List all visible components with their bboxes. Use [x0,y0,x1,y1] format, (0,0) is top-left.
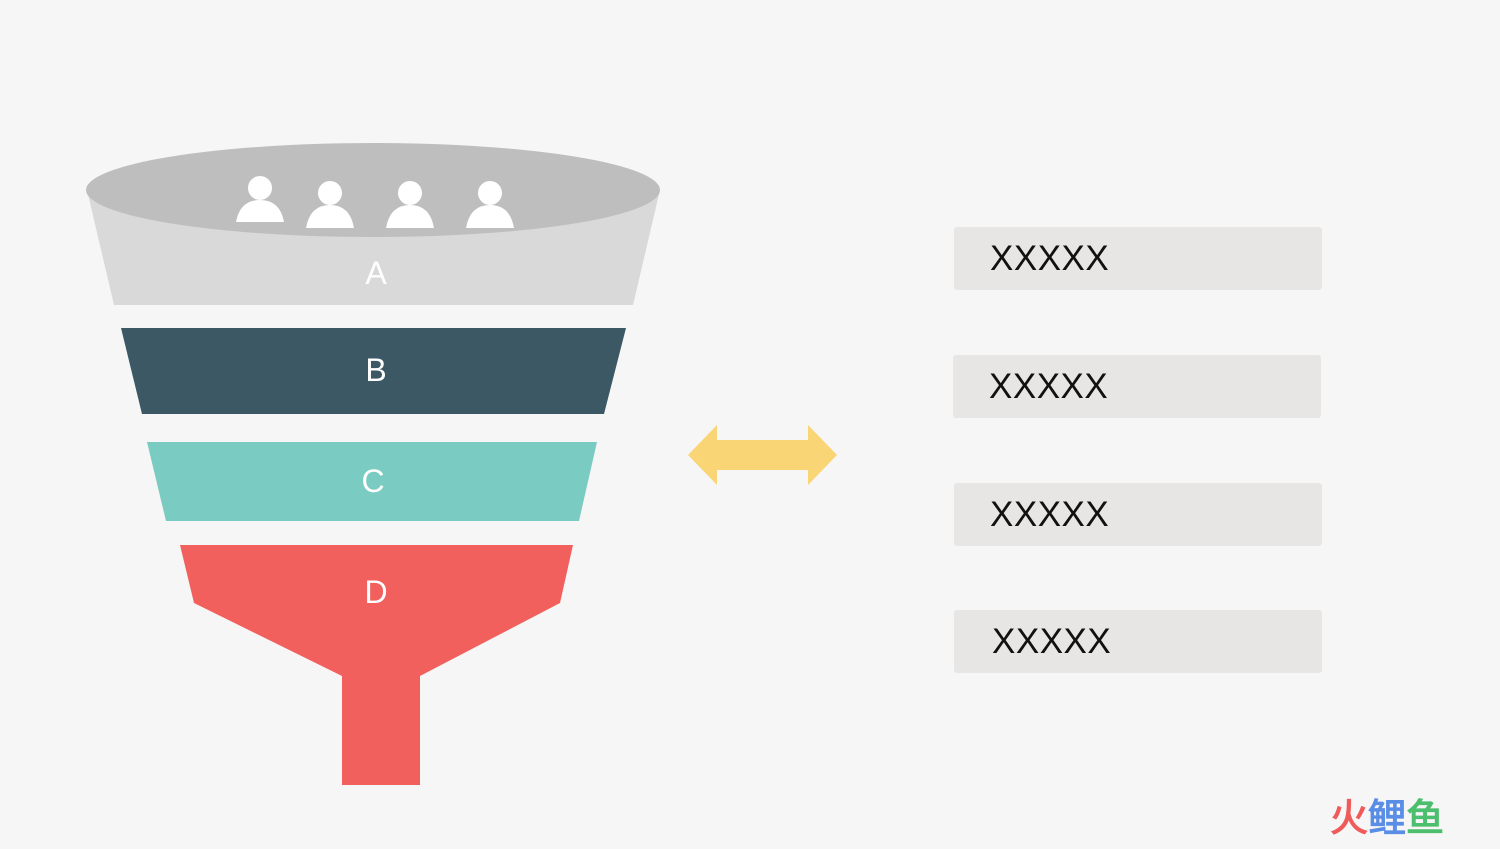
watermark-char-3: 鱼 [1406,796,1445,840]
stage-label-b: B [365,352,386,388]
watermark-char-2: 鲤 [1368,796,1407,840]
text-box-label: XXXXX [990,494,1110,534]
funnel-rim [86,143,660,237]
text-box-3: XXXXX [954,483,1322,546]
text-box-label: XXXXX [992,621,1112,661]
funnel-stage-d [180,545,573,785]
person-icon [386,181,434,228]
text-box-4: XXXXX [954,610,1322,673]
text-box-label: XXXXX [990,238,1110,278]
person-icon [236,176,284,222]
funnel-stage-c [147,442,597,521]
person-icon [466,181,514,228]
person-icon [306,181,354,228]
text-box-1: XXXXX [954,227,1322,290]
funnel-stage-b [121,328,626,414]
text-box-2: XXXXX [953,355,1321,418]
double-arrow-horizontal-icon [688,425,837,485]
stage-label-d: D [364,574,387,610]
stage-label-c: C [361,463,384,499]
watermark-logo: 火 鲤 鱼 [1330,796,1444,840]
stage-label-a: A [365,255,387,291]
text-box-label: XXXXX [989,366,1109,406]
watermark-char-1: 火 [1330,796,1369,840]
